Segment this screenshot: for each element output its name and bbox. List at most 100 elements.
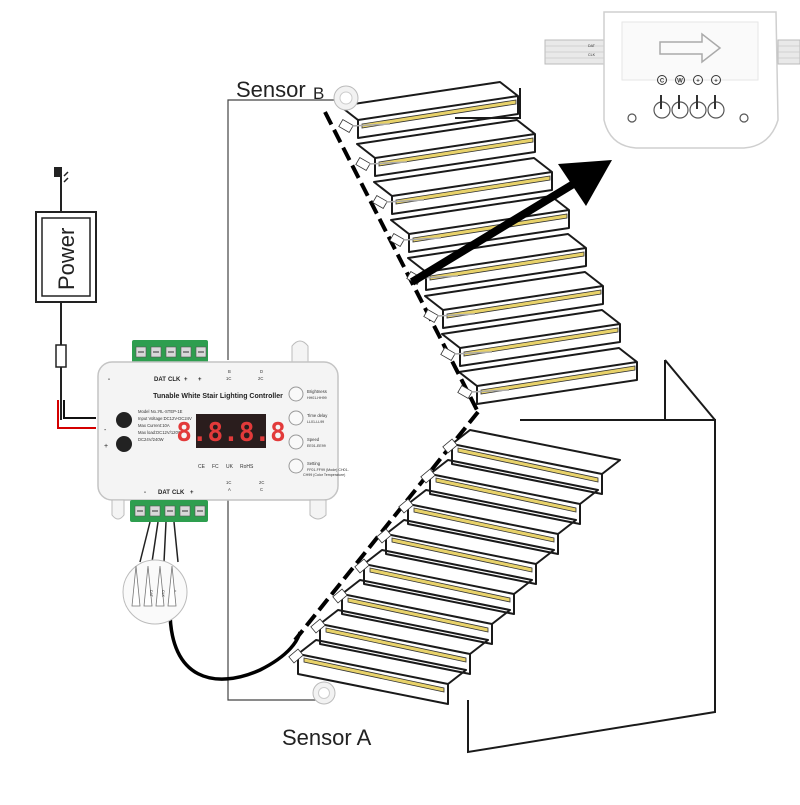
led-strip <box>325 627 467 663</box>
cable-clip <box>440 346 456 362</box>
port-label: 2C <box>258 376 263 381</box>
lower-step <box>429 459 599 525</box>
controller-button[interactable] <box>288 410 304 426</box>
cable-clips <box>288 118 510 664</box>
controller-button[interactable] <box>288 434 304 450</box>
svg-text:FC: FC <box>212 464 219 470</box>
led-strip <box>369 567 511 603</box>
wire-tag: DAT <box>149 590 153 598</box>
cable-clip <box>442 438 458 454</box>
led-strip <box>446 289 602 319</box>
bottom-terminal-screws <box>134 505 206 517</box>
top-terminal-label: + <box>184 377 188 383</box>
connector-symbol-label: + <box>696 79 700 85</box>
output-cable <box>139 521 302 681</box>
upper-step <box>458 347 638 405</box>
staircase <box>297 81 638 705</box>
spec-line: DC24V/240W <box>138 437 164 442</box>
spec-line: Input Voltage:DC12V-DC24V <box>138 416 192 421</box>
upper-step <box>424 271 604 329</box>
top-terminal-label: CLK <box>168 377 181 383</box>
sensor-leads <box>227 99 340 701</box>
led-display <box>196 414 266 448</box>
port-label: C <box>260 487 263 492</box>
svg-text:-: - <box>104 427 107 434</box>
button-range: LL01-LL99 <box>307 420 324 424</box>
controller-button[interactable] <box>288 386 304 402</box>
upper-step <box>373 157 553 215</box>
connector-symbol-label: W <box>677 79 683 85</box>
led-strip <box>303 657 445 693</box>
port-label: D <box>260 369 263 374</box>
connector-side-clk: CLK <box>588 53 596 57</box>
spec-line: Max Current:10A <box>138 423 170 428</box>
cable-clip <box>389 232 405 248</box>
top-terminal-label: - <box>108 377 110 383</box>
upper-step <box>441 309 621 367</box>
controller-title: Tunable White Stair Lighting Controller <box>153 393 283 400</box>
bottom-terminal-label: + <box>190 490 194 496</box>
led-strip <box>480 365 636 395</box>
top-terminal-label: DAT <box>154 377 166 383</box>
cable-clip <box>332 588 348 604</box>
led-strip <box>457 447 599 483</box>
lower-step <box>319 609 489 675</box>
display-digits: 8.8.8.8 <box>176 418 286 448</box>
sensor-b-letter: B <box>313 84 324 103</box>
button-name: Setting <box>307 461 321 466</box>
port-label: B <box>228 369 231 374</box>
connector-symbol <box>693 75 703 85</box>
port-label: 1C <box>226 480 231 485</box>
power-wires <box>57 400 96 429</box>
led-strip <box>361 99 517 129</box>
power-label: Power <box>54 228 79 290</box>
controller-button[interactable] <box>288 458 304 474</box>
lower-step <box>341 579 511 645</box>
callout-arrow <box>409 160 612 286</box>
svg-text:CE: CE <box>198 464 206 470</box>
cable-clip <box>338 118 354 134</box>
top-terminal-label: + <box>198 377 202 383</box>
upper-step <box>339 81 519 139</box>
led-strip <box>463 327 619 357</box>
led-strip <box>435 477 577 513</box>
bottom-terminal-label: CLK <box>172 490 185 496</box>
cable-clip <box>398 498 414 514</box>
cable-clip <box>354 558 370 574</box>
button-name: Speed <box>307 437 320 442</box>
sensor-b-device <box>333 85 359 111</box>
upper-step <box>407 233 587 291</box>
port-label: A <box>228 487 231 492</box>
led-strip <box>391 537 533 573</box>
spec-line: Model No.:RL-STEP-1E <box>138 409 183 414</box>
led-strip <box>395 175 551 205</box>
led-strip <box>413 507 555 543</box>
button-range: HH01-HH99 <box>307 396 327 400</box>
connector-symbol <box>657 75 667 85</box>
cable-clip <box>420 468 436 484</box>
lower-step <box>297 639 467 705</box>
button-range: FF01-FF99 (Mode) CH01- <box>307 468 350 472</box>
port-label: 1C <box>226 376 231 381</box>
direction-arrow-icon <box>659 32 722 64</box>
svg-text:RoHS: RoHS <box>240 464 254 470</box>
cable-clip <box>457 384 473 400</box>
cable-clip <box>372 194 388 210</box>
sensor-b-label: Sensor <box>236 77 306 102</box>
connector-symbol-label: + <box>714 79 718 85</box>
svg-text:+: + <box>104 443 108 450</box>
button-name: Brightness <box>307 389 327 394</box>
lower-step <box>407 489 577 555</box>
stair-stringer-walls <box>455 88 716 754</box>
power-supply <box>35 167 97 420</box>
top-terminal-screws <box>135 346 207 358</box>
cable-clip <box>288 648 304 664</box>
svg-text:UK: UK <box>226 464 234 470</box>
controller-unit: Tunable White Stair Lighting Controller … <box>97 340 350 522</box>
certification-marks: CE FC UK RoHS <box>198 464 254 470</box>
led-strip <box>347 597 489 633</box>
